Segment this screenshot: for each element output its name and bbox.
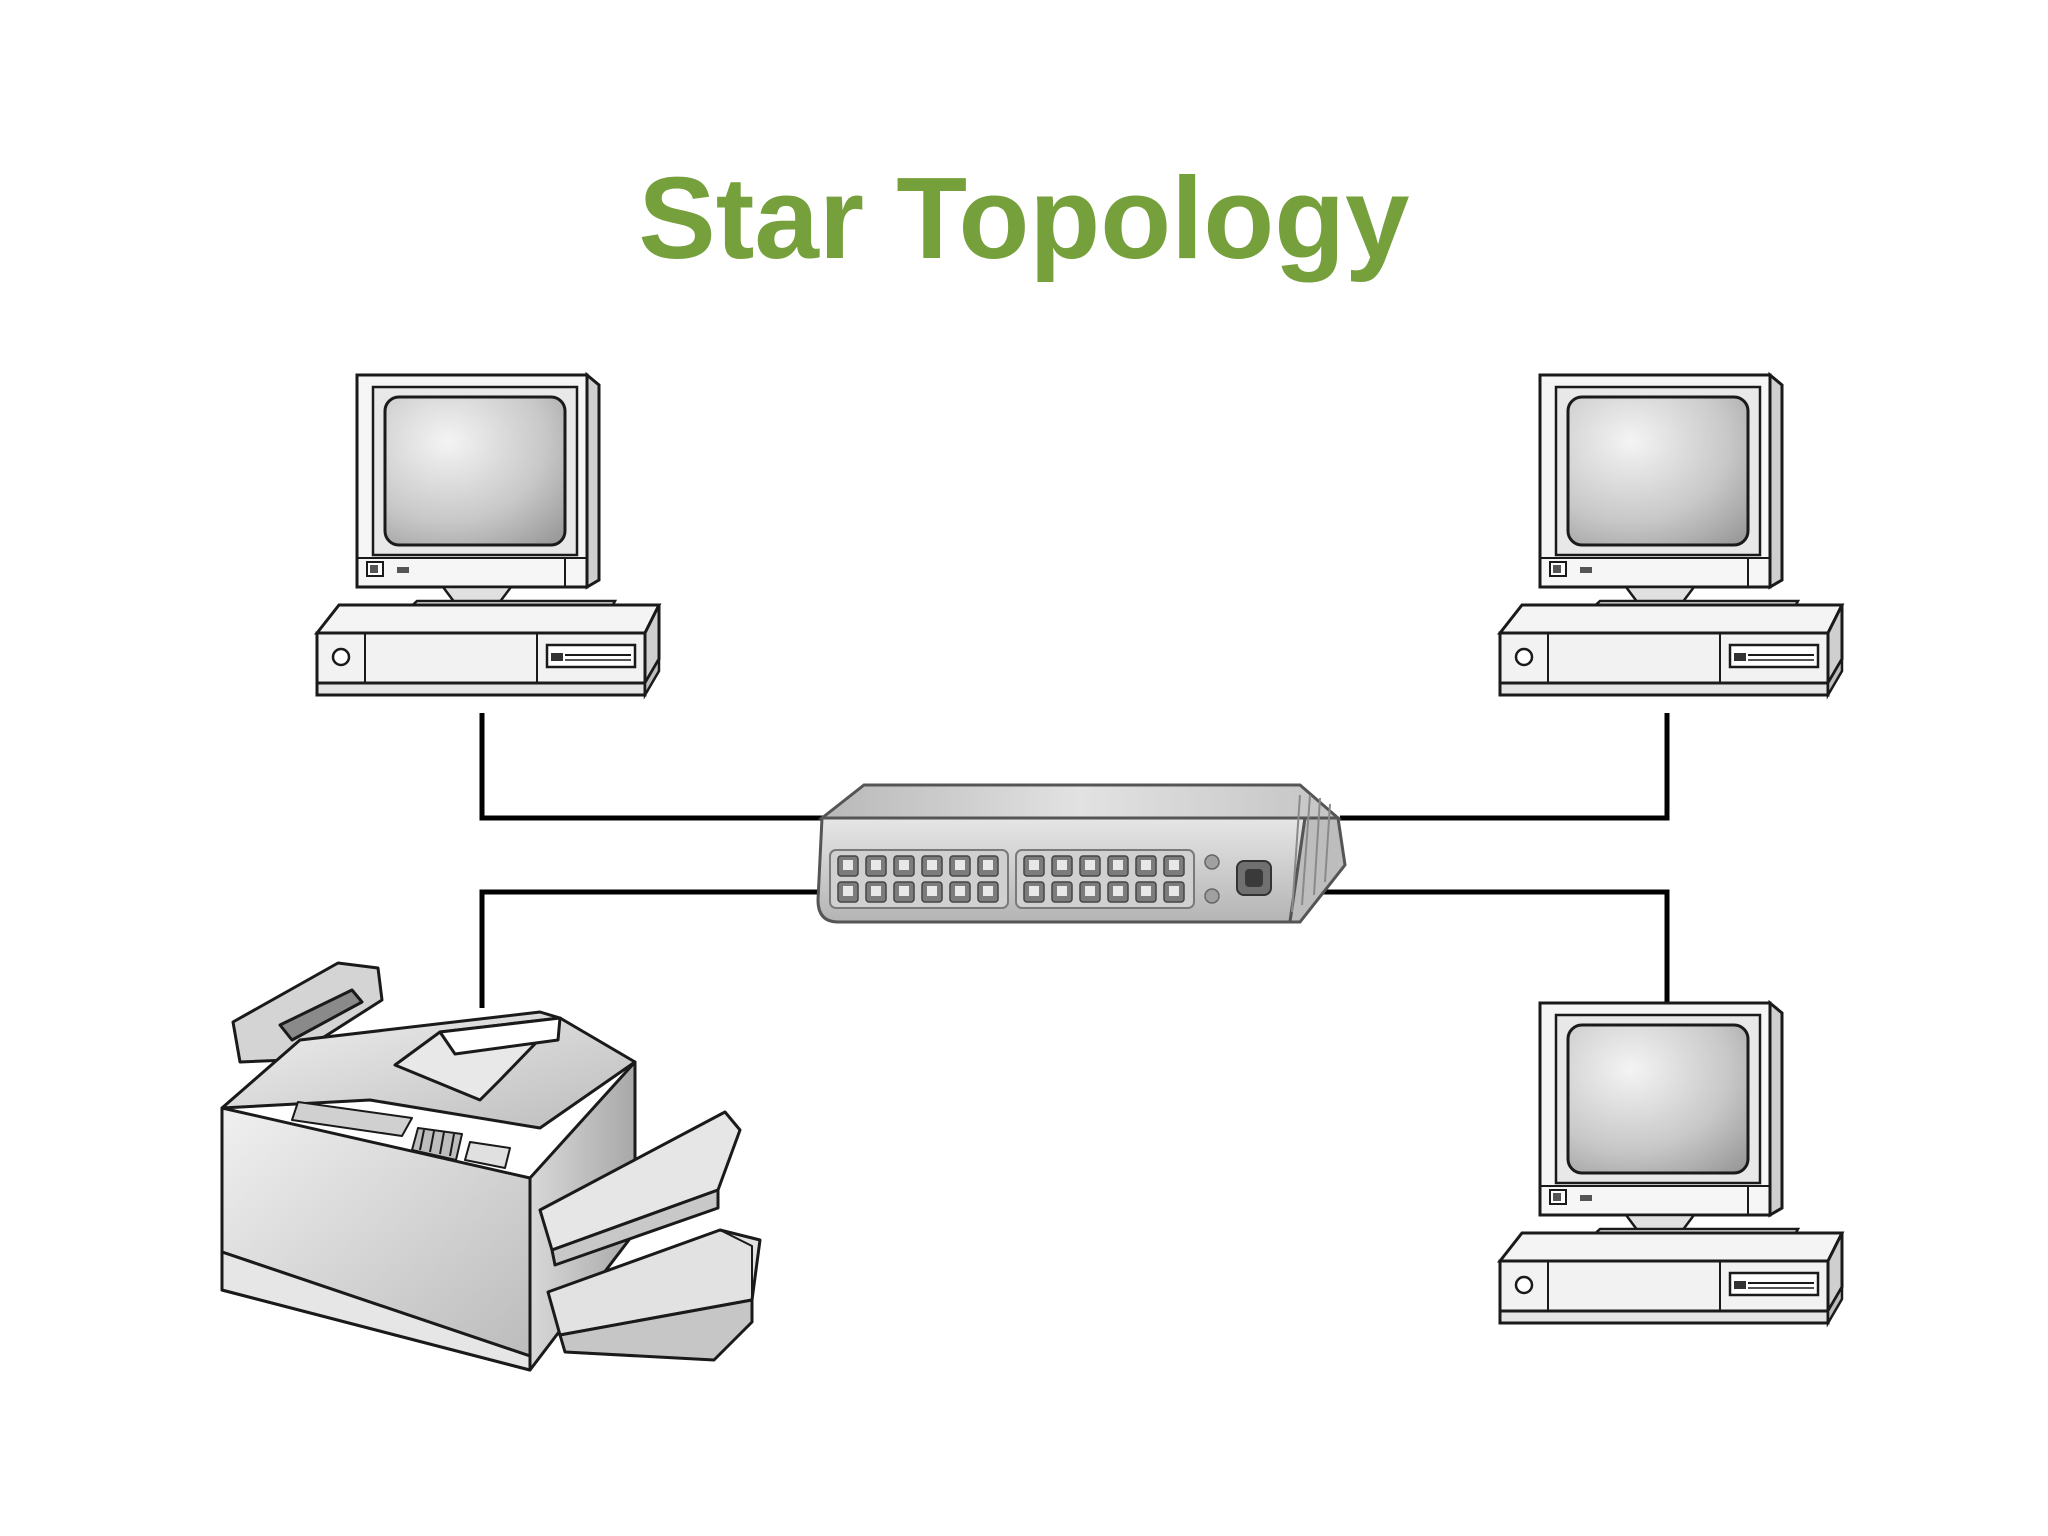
hub-port-socket [899,860,909,870]
printer [220,961,762,1372]
central-hub [816,783,1347,924]
hub-port-socket [983,886,993,896]
hub-port-socket [983,860,993,870]
hub-led-2 [1204,888,1220,904]
hub-port-socket [871,860,881,870]
page-title: Star Topology [638,153,1409,283]
hub-port-socket [1085,886,1095,896]
hub-port-socket [1141,886,1151,896]
hub-port-socket [843,886,853,896]
cable-bottom-right [1300,889,1670,1003]
cable-top-left [479,713,830,821]
hub-port-socket [871,886,881,896]
network-cables [479,713,1670,1008]
hub-port-socket [955,860,965,870]
hub-port-socket [1169,860,1179,870]
hub-ports [837,855,1185,903]
hub-port-socket [1141,860,1151,870]
computer-top-right [1498,373,1844,697]
hub-port-socket [1113,860,1123,870]
computer-bottom-right [1498,1001,1844,1325]
hub-port-socket [843,860,853,870]
hub-port-socket [927,860,937,870]
hub-port-socket [1169,886,1179,896]
hub-port-socket [1029,860,1039,870]
hub-port-socket [1057,860,1067,870]
hub-led-1 [1204,854,1220,870]
cable-bottom-left [479,889,830,1008]
hub-port-socket [955,886,965,896]
hub-port-socket [1057,886,1067,896]
hub-port-socket [927,886,937,896]
cable-top-right [1340,713,1670,821]
hub-port-socket [1029,886,1039,896]
hub-port-socket [899,886,909,896]
hub-port-socket [1113,886,1123,896]
computer-top-left [315,373,661,697]
hub-port-socket [1085,860,1095,870]
